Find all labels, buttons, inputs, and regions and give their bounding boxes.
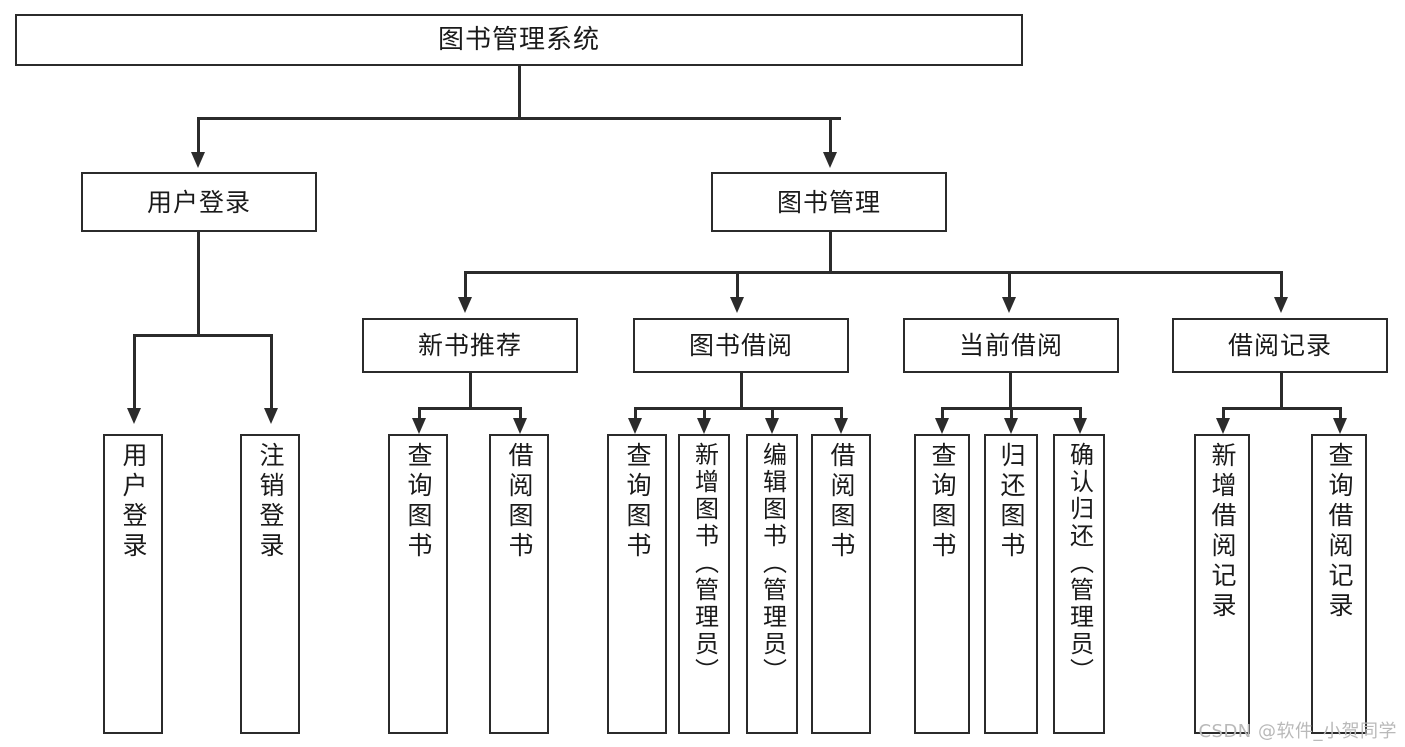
node-current-borrow[interactable]: 当前借阅 [903,318,1119,373]
node-new-book-recommend-label: 新书推荐 [417,331,522,360]
connector-to-book-borrow [736,271,739,298]
arrowhead-leaf-query-book-2 [628,418,642,434]
node-leaf-return-book[interactable]: 归还图书 [984,434,1038,734]
connector-nbr-to-leaf1 [418,407,421,419]
node-leaf-query-book-1-label: 查询图书 [404,442,433,562]
connector-user-login-bus [133,334,272,337]
connector-new-book-recommend-bus [418,407,521,410]
connector-user-login-stem [197,232,200,335]
node-book-manage[interactable]: 图书管理 [711,172,947,232]
arrowhead-book-manage [823,152,837,168]
node-leaf-return-book-label: 归还图书 [997,442,1026,562]
node-user-login-label: 用户登录 [146,187,251,217]
arrowhead-book-borrow [730,297,744,313]
connector-root-stem [518,66,521,118]
arrowhead-leaf-query-book-1 [412,418,426,434]
arrowhead-user-login [191,152,205,168]
watermark-text: CSDN @软件_小贺同学 [1198,721,1397,742]
arrowhead-leaf-add-book [697,418,711,434]
connector-borrow-record-bus [1222,407,1341,410]
connector-borrow-record-stem [1280,373,1283,409]
connector-br-to-leaf2 [1339,407,1342,419]
node-leaf-query-record[interactable]: 查询借阅记录 [1311,434,1367,734]
node-leaf-query-book-3-label: 查询图书 [928,442,957,562]
node-root[interactable]: 图书管理系统 [15,14,1023,66]
arrowhead-borrow-record [1274,297,1288,313]
node-root-label: 图书管理系统 [437,25,600,55]
node-leaf-user-login[interactable]: 用户登录 [103,434,163,734]
connector-book-borrow-bus [634,407,842,410]
node-user-login[interactable]: 用户登录 [81,172,317,232]
arrowhead-new-book-recommend [458,297,472,313]
connector-cb-to-leaf1 [941,407,944,419]
connector-user-login-to-leaf1 [133,334,136,409]
node-leaf-logout-label: 注销登录 [256,442,285,562]
node-leaf-borrow-book-1-label: 借阅图书 [505,442,534,562]
node-leaf-user-login-label: 用户登录 [119,442,148,562]
node-leaf-add-book-label: 新增图书（管理员） [690,442,719,685]
arrowhead-leaf-confirm-return [1073,418,1087,434]
arrowhead-leaf-query-record [1333,418,1347,434]
connector-to-new-book-recommend [464,271,467,298]
node-leaf-query-book-1[interactable]: 查询图书 [388,434,448,734]
connector-new-book-recommend-stem [469,373,472,409]
node-borrow-record-label: 借阅记录 [1227,331,1332,360]
connector-book-manage-bus [464,271,1280,274]
node-new-book-recommend[interactable]: 新书推荐 [362,318,578,373]
arrowhead-leaf-borrow-book-1 [513,418,527,434]
node-current-borrow-label: 当前借阅 [958,331,1063,360]
connector-book-borrow-stem [740,373,743,409]
node-leaf-confirm-return[interactable]: 确认归还（管理员） [1053,434,1105,734]
arrowhead-leaf-edit-book [765,418,779,434]
arrowhead-leaf-logout [264,408,278,424]
connector-user-login-to-leaf2 [270,334,273,409]
connector-cb-to-leaf3 [1079,407,1082,419]
arrowhead-current-borrow [1002,297,1016,313]
node-book-borrow[interactable]: 图书借阅 [633,318,849,373]
node-leaf-query-book-2[interactable]: 查询图书 [607,434,667,734]
node-leaf-add-record-label: 新增借阅记录 [1208,442,1237,622]
connector-bb-to-leaf1 [634,407,637,419]
node-book-manage-label: 图书管理 [776,187,881,217]
connector-book-manage-stem [829,232,832,272]
arrowhead-leaf-query-book-3 [935,418,949,434]
node-book-borrow-label: 图书借阅 [688,331,793,360]
node-leaf-add-record[interactable]: 新增借阅记录 [1194,434,1250,734]
connector-nbr-to-leaf2 [519,407,522,419]
arrowhead-leaf-add-record [1216,418,1230,434]
node-leaf-logout[interactable]: 注销登录 [240,434,300,734]
node-borrow-record[interactable]: 借阅记录 [1172,318,1388,373]
connector-bb-to-leaf4 [840,407,843,419]
node-leaf-borrow-book-1[interactable]: 借阅图书 [489,434,549,734]
arrowhead-leaf-borrow-book-2 [834,418,848,434]
connector-bb-to-leaf3 [771,407,774,419]
connector-br-to-leaf1 [1222,407,1225,419]
connector-current-borrow-stem [1009,373,1012,409]
arrowhead-leaf-return-book [1004,418,1018,434]
connector-root-to-user-login [197,117,200,153]
connector-bb-to-leaf2 [703,407,706,419]
connector-to-borrow-record [1280,271,1283,298]
node-leaf-add-book[interactable]: 新增图书（管理员） [678,434,730,734]
node-leaf-query-book-3[interactable]: 查询图书 [914,434,970,734]
connector-root-to-book-manage [829,117,832,153]
arrowhead-leaf-user-login [127,408,141,424]
node-leaf-borrow-book-2-label: 借阅图书 [827,442,856,562]
node-leaf-borrow-book-2[interactable]: 借阅图书 [811,434,871,734]
node-leaf-confirm-return-label: 确认归还（管理员） [1065,442,1094,685]
node-leaf-edit-book-label: 编辑图书（管理员） [758,442,787,685]
connector-root-bus [197,117,841,120]
node-leaf-edit-book[interactable]: 编辑图书（管理员） [746,434,798,734]
node-leaf-query-book-2-label: 查询图书 [623,442,652,562]
connector-to-current-borrow [1008,271,1011,298]
node-leaf-query-record-label: 查询借阅记录 [1325,442,1354,622]
connector-cb-to-leaf2 [1010,407,1013,419]
